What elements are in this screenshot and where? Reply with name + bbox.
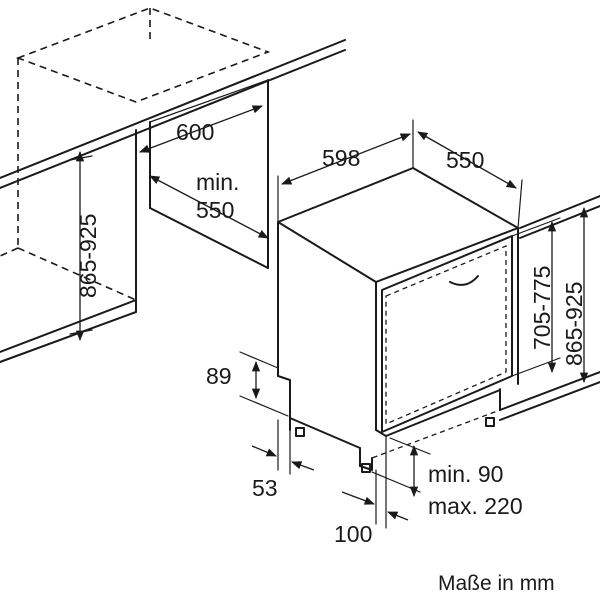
niche-width-dimension: 600: [139, 105, 263, 153]
appliance-height-dimension: 865-925: [561, 206, 589, 384]
door-height-dimension: 705-775: [529, 220, 557, 374]
niche-depth-value-label: 550: [196, 197, 234, 223]
door-offset-dimension: 100: [334, 435, 409, 547]
appliance-depth-label: 550: [446, 147, 484, 173]
plinth-gap-max-label: max. 220: [428, 493, 523, 519]
dishwasher-body: [277, 167, 519, 473]
plinth-gap-min-label: min. 90: [428, 461, 503, 487]
appliance-width-dimension: 598: [277, 119, 414, 223]
plinth-setback-label: 53: [252, 475, 278, 501]
niche-depth-dimension: min. 550: [149, 169, 269, 239]
door-offset-label: 100: [334, 521, 372, 547]
appliance-width-label: 598: [322, 145, 360, 171]
plinth-setback-dimension: 53: [251, 419, 315, 501]
appliance-depth-dimension: 550: [417, 131, 523, 229]
plinth-height-dimension: 89: [206, 351, 289, 417]
units-caption: Maße in mm: [438, 572, 555, 595]
plinth-gap-dimension: min. 90 max. 220: [371, 437, 523, 519]
cabinet-outline: [0, 7, 346, 363]
cabinet-height-dimension: 865-925: [69, 150, 101, 342]
cabinet-height-label: 865-925: [75, 214, 101, 298]
plinth-height-label: 89: [206, 363, 232, 389]
niche-depth-min-label: min.: [196, 169, 239, 195]
door-height-label: 705-775: [529, 266, 555, 350]
niche-width-label: 600: [176, 119, 214, 145]
appliance-height-label: 865-925: [561, 282, 587, 366]
